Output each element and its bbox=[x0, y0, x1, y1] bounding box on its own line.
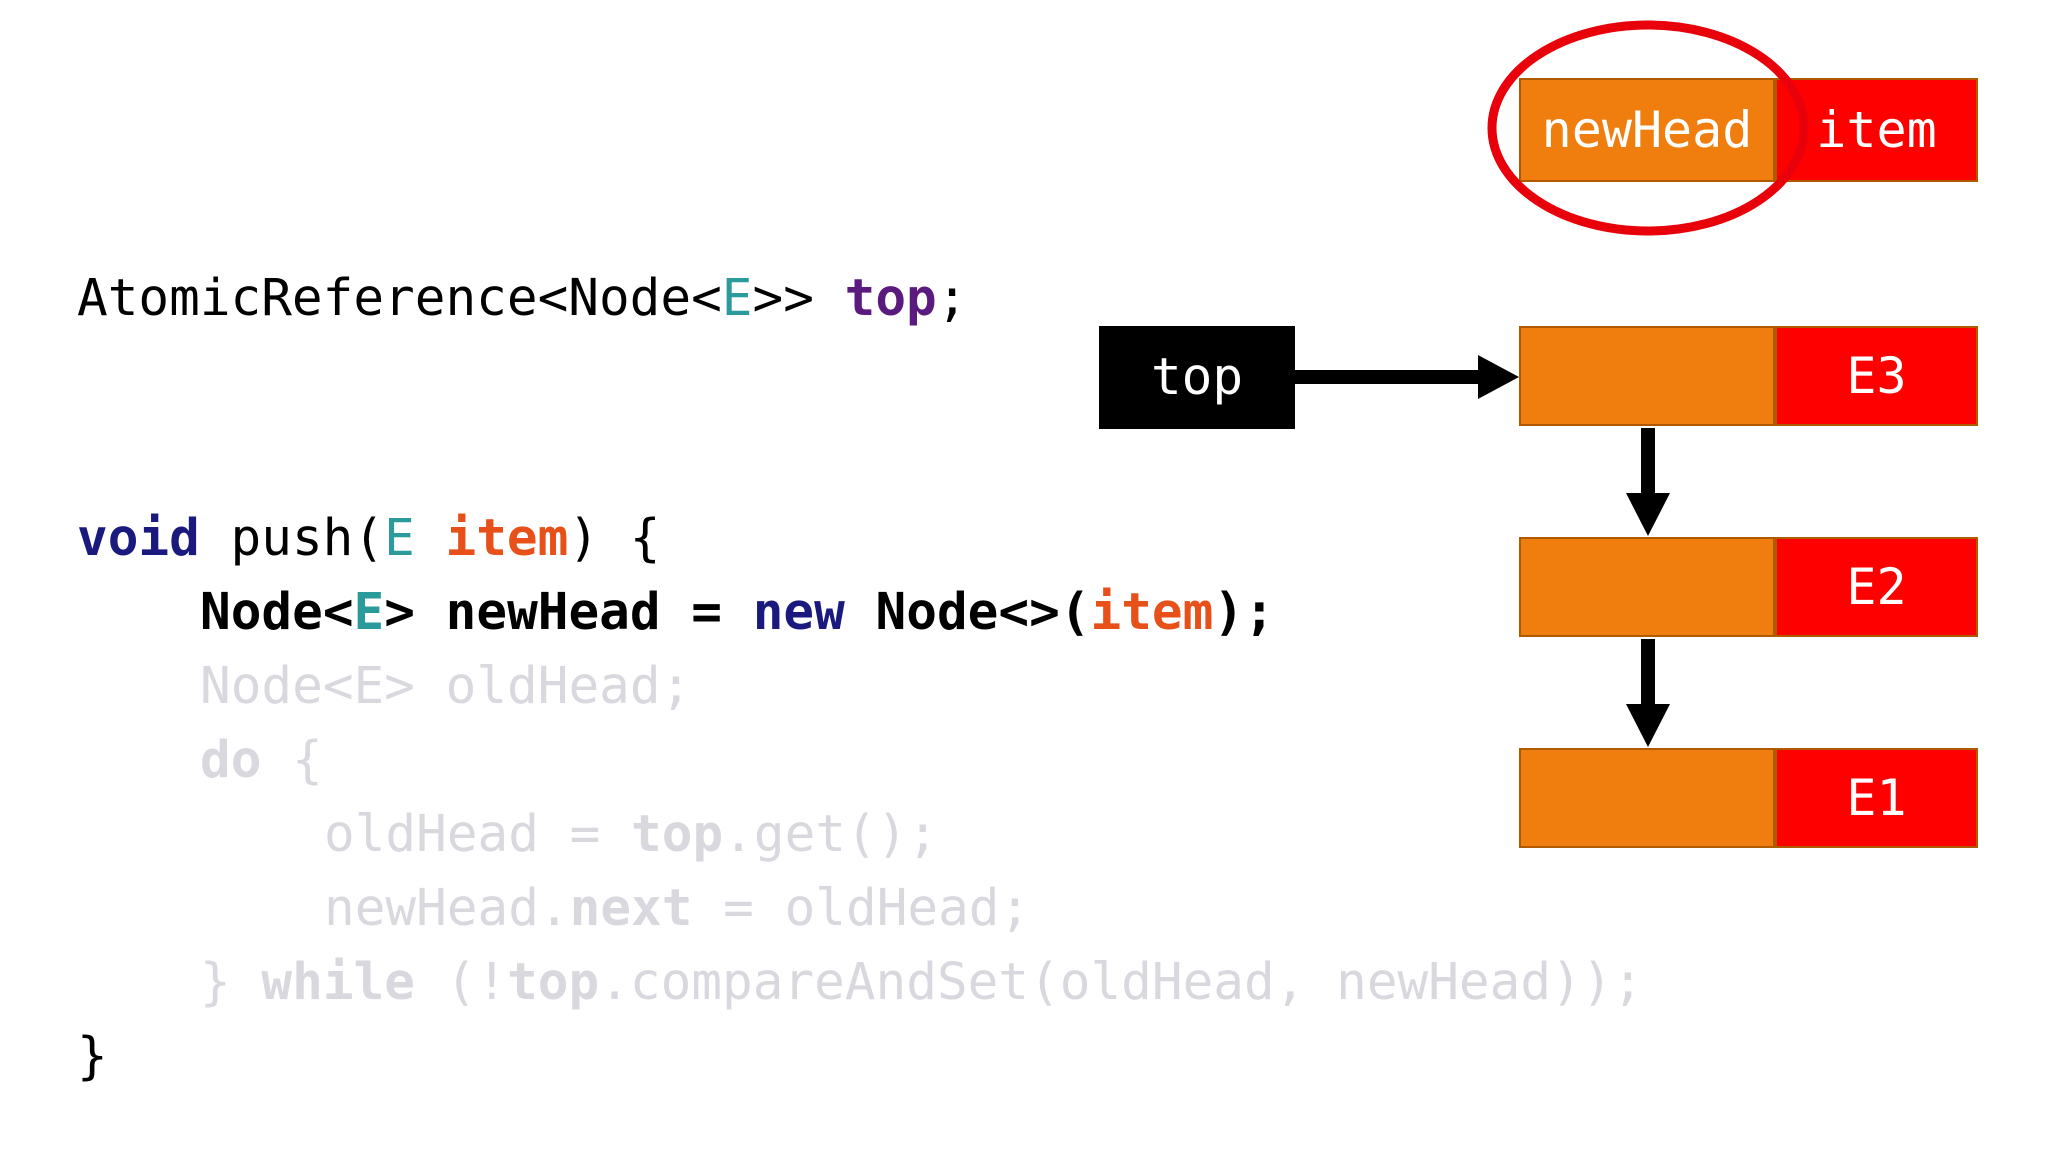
code-token-newhead: newHead. bbox=[324, 879, 570, 938]
stack-node-e3: E3 bbox=[1519, 326, 1978, 426]
stack-node-value-cell: E3 bbox=[1775, 326, 1978, 426]
new-node-value-cell: item bbox=[1775, 78, 1978, 182]
code-token-semicolon: ; bbox=[936, 269, 968, 328]
stack-node-pointer-cell bbox=[1519, 748, 1775, 848]
code-line-push-signature: void push(E item) { bbox=[77, 502, 660, 576]
code-token-param-type: E bbox=[384, 509, 415, 568]
code-token-cas-call: .compareAndSet(oldHead, newHead)); bbox=[599, 953, 1644, 1012]
stack-node-e1: E1 bbox=[1519, 748, 1978, 848]
arrow-e2-to-e1 bbox=[1626, 639, 1670, 747]
stack-node-value-cell: E2 bbox=[1775, 537, 1978, 637]
code-token-type: AtomicReference<Node< bbox=[77, 269, 722, 328]
code-keyword-new: new bbox=[752, 583, 845, 642]
code-token-method-name: push( bbox=[199, 509, 385, 568]
code-token-top: top bbox=[631, 805, 724, 864]
code-keyword-do: do bbox=[200, 731, 262, 790]
code-line-old-head-decl: Node<E> oldHead; bbox=[200, 657, 692, 716]
code-token-oldhead: = oldHead; bbox=[692, 879, 1031, 938]
code-token-param-item: item bbox=[445, 509, 569, 568]
code-line-new-head: Node<E> newHead = new Node<>(item); bbox=[200, 576, 1275, 650]
new-node: newHead item bbox=[1519, 78, 1982, 182]
arrow-top-to-e3 bbox=[1295, 355, 1519, 399]
stack-node-pointer-cell bbox=[1519, 326, 1775, 426]
code-line-do: do { bbox=[200, 724, 323, 798]
code-token-assign: > newHead = bbox=[384, 583, 753, 642]
code-token-type-close: >> bbox=[752, 269, 845, 328]
stack-node-pointer-cell bbox=[1519, 537, 1775, 637]
code-token-top-var: top bbox=[844, 269, 937, 328]
top-label-box: top bbox=[1099, 326, 1295, 429]
arrow-e3-to-e2 bbox=[1626, 428, 1670, 536]
code-token-open-brace: ) { bbox=[568, 509, 661, 568]
code-token-node-type: Node< bbox=[200, 583, 354, 642]
code-token-close-brace: } bbox=[200, 953, 262, 1012]
stack-node-value-cell: E1 bbox=[1775, 748, 1978, 848]
highlight-circle bbox=[1487, 20, 1809, 236]
code-keyword-void: void bbox=[77, 509, 200, 568]
code-token-item-arg: item bbox=[1090, 583, 1214, 642]
code-line-while: } while (!top.compareAndSet(oldHead, new… bbox=[200, 946, 1643, 1020]
code-token-constructor: Node<>( bbox=[844, 583, 1091, 642]
code-keyword-while: while bbox=[261, 953, 415, 1012]
code-token-assign: oldHead = bbox=[324, 805, 632, 864]
code-line-next: newHead.next = oldHead; bbox=[324, 872, 1030, 946]
code-token-not: (! bbox=[414, 953, 508, 1012]
code-line-declaration: AtomicReference<Node<E>> top; bbox=[77, 262, 967, 336]
code-line-get: oldHead = top.get(); bbox=[324, 798, 938, 872]
code-token-brace: { bbox=[261, 731, 323, 790]
code-token-type-param: E bbox=[353, 583, 385, 642]
code-token-top: top bbox=[507, 953, 600, 1012]
code-token-close-call: ); bbox=[1213, 583, 1275, 642]
new-node-pointer-cell: newHead bbox=[1519, 78, 1775, 182]
code-line-close: } bbox=[77, 1027, 108, 1086]
code-token-get-call: .get(); bbox=[723, 805, 939, 864]
code-token-next: next bbox=[569, 879, 693, 938]
stack-node-e2: E2 bbox=[1519, 537, 1978, 637]
code-token-type-param: E bbox=[721, 269, 753, 328]
